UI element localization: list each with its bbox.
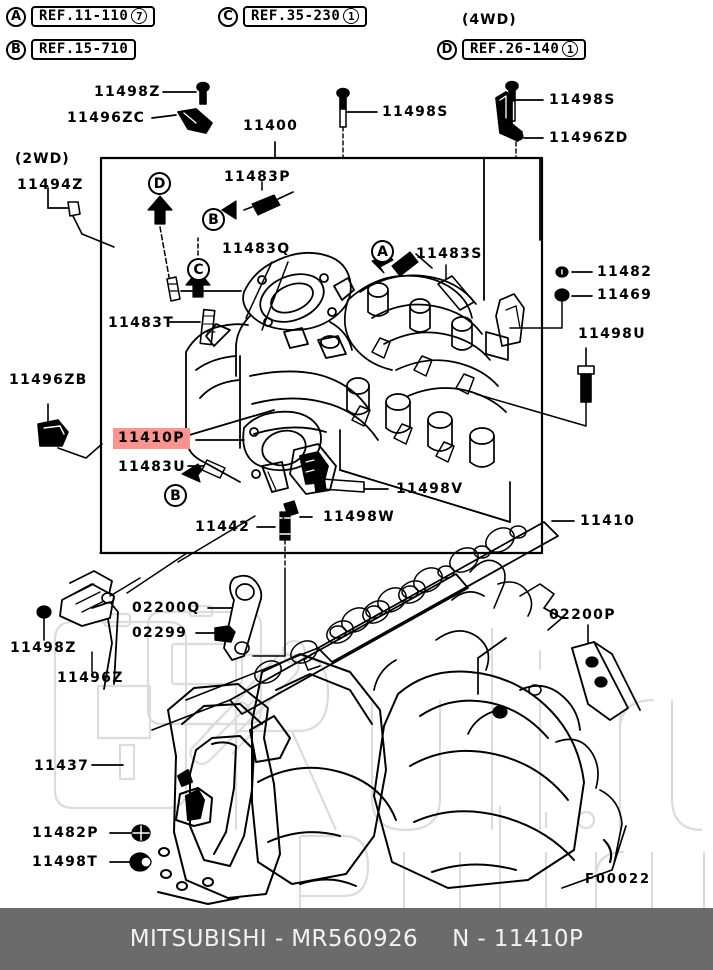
part-label-11498Z-top[interactable]: 11498Z — [94, 84, 161, 100]
part-label-11498S-right[interactable]: 11498S — [549, 92, 616, 108]
reference-group-a[interactable]: A REF.11-110 7 — [6, 6, 156, 27]
part-label-11498W[interactable]: 11498W — [323, 509, 395, 525]
part-label-02299[interactable]: 02299 — [132, 625, 188, 641]
part-label-11498Z-lower[interactable]: 11498Z — [10, 640, 77, 656]
part-label-11442[interactable]: 11442 — [195, 519, 251, 535]
part-label-11498S-left[interactable]: 11498S — [382, 104, 449, 120]
ref-text-c: REF.35-230 — [251, 8, 341, 24]
drive-label-4wd: (4WD) — [462, 12, 517, 28]
ref-letter-d: D — [437, 39, 457, 60]
footer-brand-part: MITSUBISHI - MR560926 — [129, 926, 419, 952]
part-label-02200P[interactable]: 02200P — [549, 607, 616, 623]
reference-group-c[interactable]: C REF.35-230 1 — [218, 6, 368, 27]
reference-group-d[interactable]: D REF.26-140 1 — [437, 39, 587, 60]
part-label-11410[interactable]: 11410 — [580, 513, 636, 529]
diagram-marker-d: D — [148, 172, 171, 195]
ref-letter-c: C — [218, 6, 238, 27]
part-label-11483P[interactable]: 11483P — [224, 169, 291, 185]
part-label-11400[interactable]: 11400 — [243, 118, 299, 134]
ref-box-b[interactable]: REF.15-710 — [31, 39, 137, 60]
part-label-02200Q[interactable]: 02200Q — [132, 600, 201, 616]
part-label-11469[interactable]: 11469 — [597, 287, 653, 303]
diagram-marker-b-lower: B — [164, 484, 187, 507]
part-label-11498V[interactable]: 11498V — [396, 481, 464, 497]
part-label-11410P[interactable]: 11410P — [113, 428, 190, 449]
ref-box-c[interactable]: REF.35-230 1 — [243, 6, 368, 27]
part-label-11483S[interactable]: 11483S — [416, 246, 483, 262]
part-label-11482P[interactable]: 11482P — [32, 825, 99, 841]
part-label-11437[interactable]: 11437 — [34, 758, 90, 774]
drive-label-2wd: (2WD) — [15, 151, 70, 167]
part-label-11483T[interactable]: 11483T — [108, 315, 175, 331]
part-label-11483Q[interactable]: 11483Q — [222, 241, 291, 257]
diagram-marker-b-upper: B — [202, 208, 225, 231]
part-label-11482[interactable]: 11482 — [597, 264, 653, 280]
ref-letter-b: B — [6, 39, 26, 60]
part-label-11496Z[interactable]: 11496Z — [57, 670, 124, 686]
ref-text-d: REF.26-140 — [470, 41, 560, 57]
part-label-11496ZD[interactable]: 11496ZD — [549, 130, 629, 146]
footer-bar: MITSUBISHI - MR560926 N - 11410P — [0, 908, 713, 970]
diagram-marker-c: C — [187, 258, 210, 281]
ref-text-b: REF.15-710 — [39, 41, 129, 57]
ref-text-a: REF.11-110 — [39, 8, 129, 24]
diagram-marker-a: A — [371, 240, 394, 263]
ref-box-d[interactable]: REF.26-140 1 — [462, 39, 587, 60]
footer-part-number: N - 11410P — [452, 926, 584, 952]
diagram-code: F00022 — [585, 872, 652, 887]
part-label-11496ZC[interactable]: 11496ZC — [67, 110, 146, 126]
ref-letter-a: A — [6, 6, 26, 27]
ref-qty-d: 1 — [562, 41, 579, 57]
part-label-11498T[interactable]: 11498T — [32, 854, 99, 870]
ref-qty-c: 1 — [343, 8, 360, 24]
part-label-11498U[interactable]: 11498U — [578, 326, 646, 342]
ref-box-a[interactable]: REF.11-110 7 — [31, 6, 156, 27]
part-label-11483U[interactable]: 11483U — [118, 459, 186, 475]
part-label-11494Z[interactable]: 11494Z — [17, 177, 84, 193]
part-label-11496ZB[interactable]: 11496ZB — [9, 372, 88, 388]
reference-group-b[interactable]: B REF.15-710 — [6, 39, 137, 60]
ref-qty-a: 7 — [131, 8, 148, 24]
